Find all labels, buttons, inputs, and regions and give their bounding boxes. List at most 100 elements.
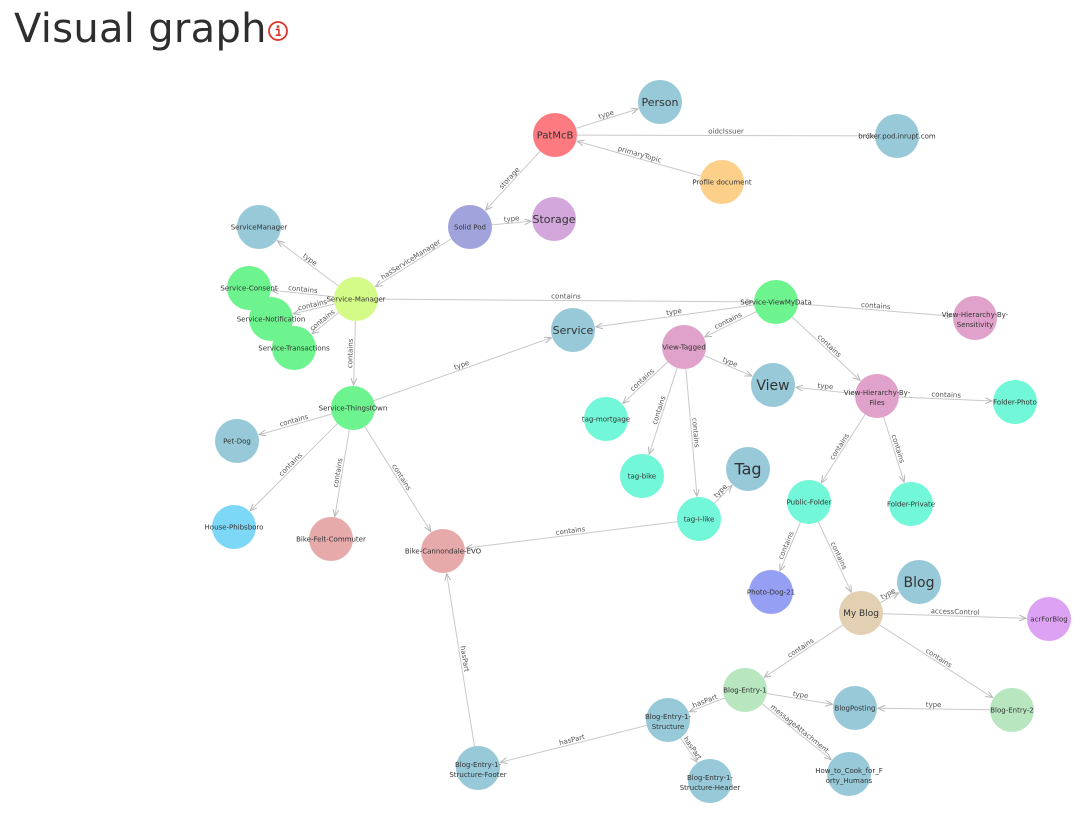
node-circle[interactable] [889,482,933,526]
node-Storage[interactable]: Storage [532,197,576,241]
node-broker[interactable]: broker.pod.inrupt.com [858,114,936,158]
node-ServiceViewMyData[interactable]: Service-ViewMyData [740,280,812,324]
node-circle[interactable] [237,205,281,249]
node-HousePhibsboro[interactable]: House-Phibsboro [205,505,264,549]
node-circle[interactable] [551,308,595,352]
node-ServiceManagerType[interactable]: ServiceManager [231,205,288,249]
node-circle[interactable] [309,517,353,561]
node-circle[interactable] [331,386,375,430]
node-circle[interactable] [897,560,941,604]
edge-label: accessControl [931,607,980,617]
node-BlogPosting[interactable]: BlogPosting [833,686,877,730]
node-circle[interactable] [677,497,721,541]
node-circle[interactable] [990,688,1034,732]
node-FolderPrivate[interactable]: Folder-Private [887,482,935,526]
node-tagMortgage[interactable]: tag-mortgage [582,397,630,441]
info-icon[interactable] [267,20,289,42]
node-ViewHierFiles[interactable]: View-Hierarchy-By-Files [844,374,911,418]
node-View[interactable]: View [751,363,795,407]
node-circle[interactable] [723,668,767,712]
node-label: Folder-Photo [993,398,1037,406]
node-circle[interactable] [827,752,871,796]
node-label: House-Phibsboro [205,523,264,531]
node-circle[interactable] [421,529,465,573]
node-PatMcB[interactable]: PatMcB [533,113,577,157]
node-MyBlog[interactable]: My Blog [839,591,883,635]
node-circle[interactable] [726,447,770,491]
node-Service[interactable]: Service [551,308,595,352]
edge-line [704,355,752,376]
node-ProfileDoc[interactable]: Profile document [692,160,752,204]
node-FolderPhoto[interactable]: Folder-Photo [993,380,1037,424]
node-PhotoDog[interactable]: Photo-Dog-21 [747,570,795,614]
node-acrForBlog[interactable]: acrForBlog [1027,597,1071,641]
edge-line [575,109,638,129]
node-label: Service-ThingsIOwn [319,404,388,412]
node-circle[interactable] [993,380,1037,424]
node-circle[interactable] [272,326,316,370]
node-ServiceThingsIOwn[interactable]: Service-ThingsIOwn [319,386,388,430]
edge-PublicFolder-MyBlog: contains [817,521,851,592]
edge-ServiceManager-ServiceTransactions: contains [308,308,340,334]
node-ViewTagged[interactable]: View-Tagged [662,325,706,369]
node-circle[interactable] [839,591,883,635]
node-circle[interactable] [215,419,259,463]
node-circle[interactable] [227,266,271,310]
node-Person[interactable]: Person [638,80,682,124]
node-circle[interactable] [749,570,793,614]
edge-label: contains [288,284,319,295]
node-circle[interactable] [532,197,576,241]
edge-ServiceManager-ServiceThingsIOwn: contains [346,320,356,385]
node-circle[interactable] [754,280,798,324]
node-PetDog[interactable]: Pet-Dog [215,419,259,463]
edge-ViewHierFiles-View: type [796,382,856,395]
node-ServiceConsent[interactable]: Service-Consent [220,266,278,310]
node-circle[interactable] [953,296,997,340]
node-BlogEntry2[interactable]: Blog-Entry-2 [990,688,1034,732]
node-circle[interactable] [688,759,732,803]
node-label: Service-Transactions [258,344,330,352]
node-circle[interactable] [584,397,628,441]
node-circle[interactable] [751,363,795,407]
edge-label: contains [308,308,336,333]
edge-label: type [503,214,519,223]
node-circle[interactable] [620,454,664,498]
node-circle[interactable] [638,80,682,124]
node-circle[interactable] [700,160,744,204]
node-Tag[interactable]: Tag [726,447,770,491]
node-BlogEntry1Header[interactable]: Blog-Entry-1-Structure-Header [680,759,741,803]
node-circle[interactable] [212,505,256,549]
node-ViewHierSens[interactable]: View-Hierarchy-By-Sensitivity [942,296,1009,340]
node-circle[interactable] [334,277,378,321]
edge-label: type [817,382,833,392]
node-SolidPod[interactable]: Solid Pod [448,205,492,249]
node-PublicFolder[interactable]: Public-Folder [787,480,832,524]
edge-label: contains [690,418,701,449]
edge-line [879,624,993,698]
node-ServiceTransactions[interactable]: Service-Transactions [258,326,330,370]
node-tagILike[interactable]: tag-I-like [677,497,721,541]
node-circle[interactable] [533,113,577,157]
node-BlogEntry1[interactable]: Blog-Entry-1 [723,668,767,712]
node-circle[interactable] [833,686,877,730]
node-BikeCannondale[interactable]: Bike-Cannondale-EVO [405,529,482,573]
node-tagBike[interactable]: tag-bike [620,454,664,498]
node-circle[interactable] [855,374,899,418]
node-circle[interactable] [456,746,500,790]
node-BikeFelt[interactable]: Bike-Felt-Commuter [296,517,366,561]
node-circle[interactable] [787,480,831,524]
node-circle[interactable] [646,698,690,742]
edge-label: contains [551,292,581,300]
node-BlogEntry1Footer[interactable]: Blog-Entry-1-Structure-Footer [449,746,507,790]
node-circle[interactable] [875,114,919,158]
node-circle[interactable] [448,205,492,249]
node-circle[interactable] [1027,597,1071,641]
node-label: broker.pod.inrupt.com [858,132,936,140]
node-ServiceManager[interactable]: Service-Manager [326,277,386,321]
node-circle[interactable] [662,325,706,369]
edge-line [354,320,356,385]
node-Blog[interactable]: Blog [897,560,941,604]
node-BlogEntry1Structure[interactable]: Blog-Entry-1-Structure [645,698,691,742]
